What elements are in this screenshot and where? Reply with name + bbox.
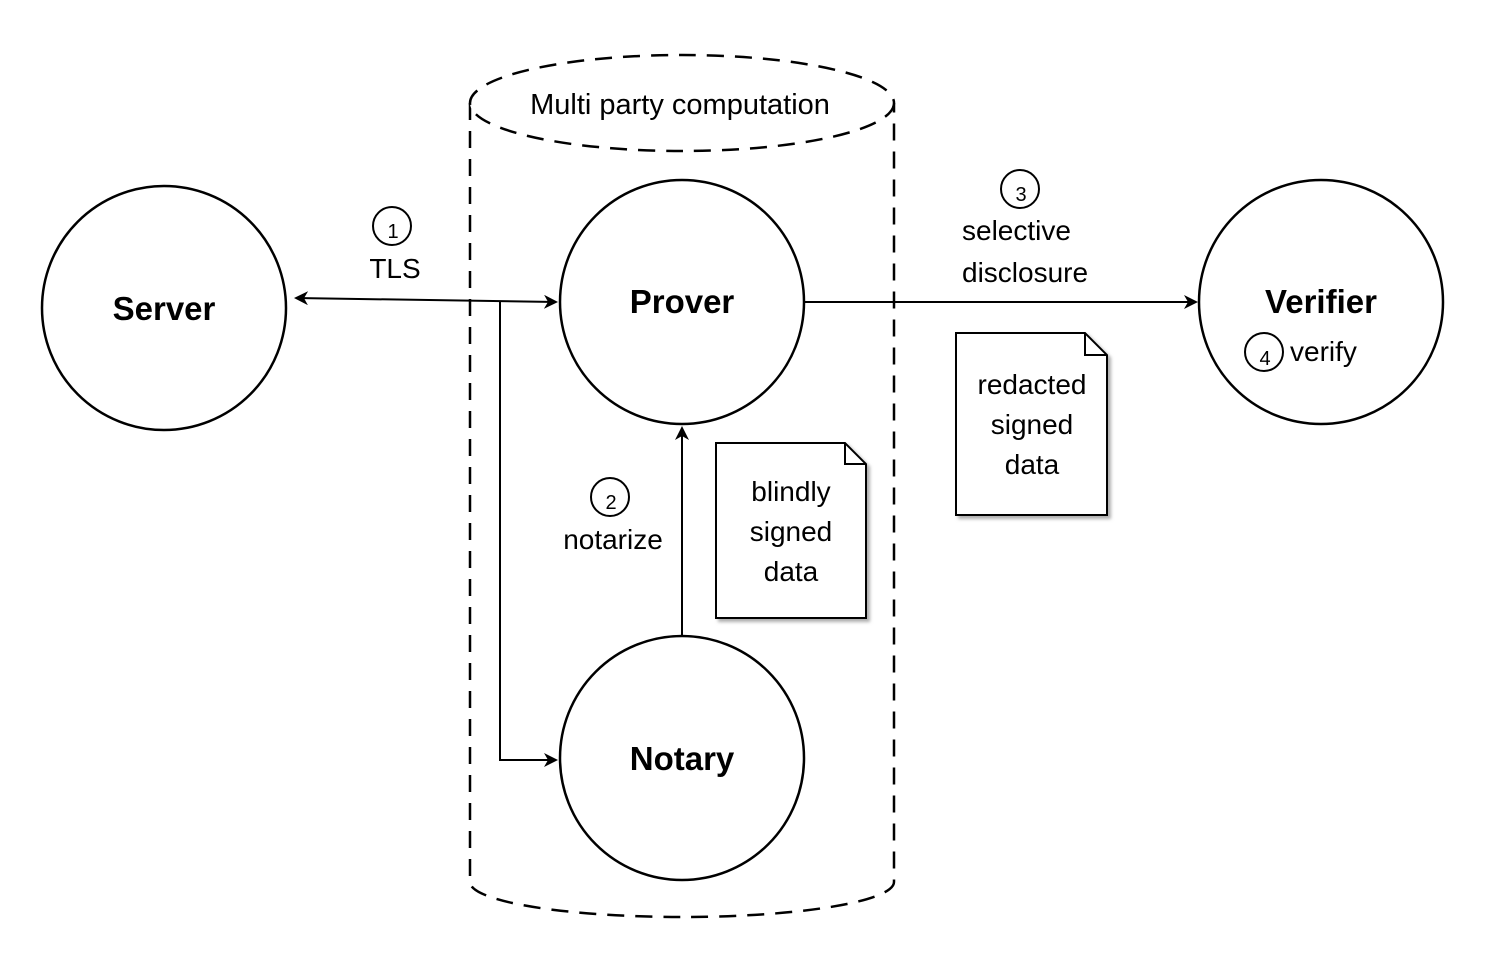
node-server: Server xyxy=(40,184,288,432)
doc-blindly-signed-line3: data xyxy=(764,556,819,587)
mpc-cylinder-body xyxy=(468,103,896,919)
disclosure-label-line2: disclosure xyxy=(962,257,1088,288)
mpc-group: Multi party computation xyxy=(468,53,896,919)
tls-branch-to-notary xyxy=(499,301,558,767)
step-2-circle xyxy=(590,477,630,517)
notarize-label: notarize xyxy=(563,524,663,555)
server-label: Server xyxy=(113,290,216,327)
doc-blindly-signed-line2: signed xyxy=(750,516,833,547)
mpc-cylinder-top xyxy=(468,53,896,153)
doc-blindly-signed-line1: blindly xyxy=(751,476,830,507)
step-4-number: 4 xyxy=(1259,348,1270,370)
step-2-number: 2 xyxy=(605,492,616,514)
doc-blindly-signed-shape xyxy=(715,442,867,619)
verifier-label: Verifier xyxy=(1265,283,1377,320)
notary-label: Notary xyxy=(630,740,735,777)
doc-blindly-signed-fold xyxy=(844,443,866,465)
doc-redacted-signed-fold xyxy=(1084,333,1107,356)
prover-circle xyxy=(558,178,806,426)
server-circle xyxy=(40,184,288,432)
prover-label: Prover xyxy=(630,283,735,320)
tls-label: TLS xyxy=(369,253,420,284)
step-1-circle xyxy=(372,206,412,246)
notary-circle xyxy=(558,634,806,882)
doc-blindly-signed: blindly signed data xyxy=(715,442,867,619)
step-1: 1 TLS xyxy=(369,206,421,284)
edges xyxy=(294,291,1198,767)
step-2: 2 notarize xyxy=(563,477,663,555)
step-1-number: 1 xyxy=(387,221,398,243)
node-verifier: Verifier 4 verify xyxy=(1197,178,1445,426)
step-4-circle xyxy=(1244,332,1284,372)
node-prover: Prover xyxy=(558,178,806,426)
doc-redacted-signed: redacted signed data xyxy=(955,332,1108,516)
step-3-number: 3 xyxy=(1015,184,1026,206)
doc-redacted-signed-line2: signed xyxy=(991,409,1074,440)
tls-arrow xyxy=(294,291,558,309)
mpc-group-label: Multi party computation xyxy=(530,89,830,121)
step-3-circle xyxy=(1000,169,1040,209)
verify-label: verify xyxy=(1290,336,1357,367)
doc-redacted-signed-line3: data xyxy=(1005,449,1060,480)
doc-redacted-signed-line1: redacted xyxy=(978,369,1087,400)
disclosure-label-line1: selective xyxy=(962,215,1071,246)
verifier-circle xyxy=(1197,178,1445,426)
step-3: 3 selective disclosure xyxy=(962,169,1088,288)
node-notary: Notary xyxy=(558,634,806,882)
doc-redacted-signed-shape xyxy=(955,332,1108,516)
